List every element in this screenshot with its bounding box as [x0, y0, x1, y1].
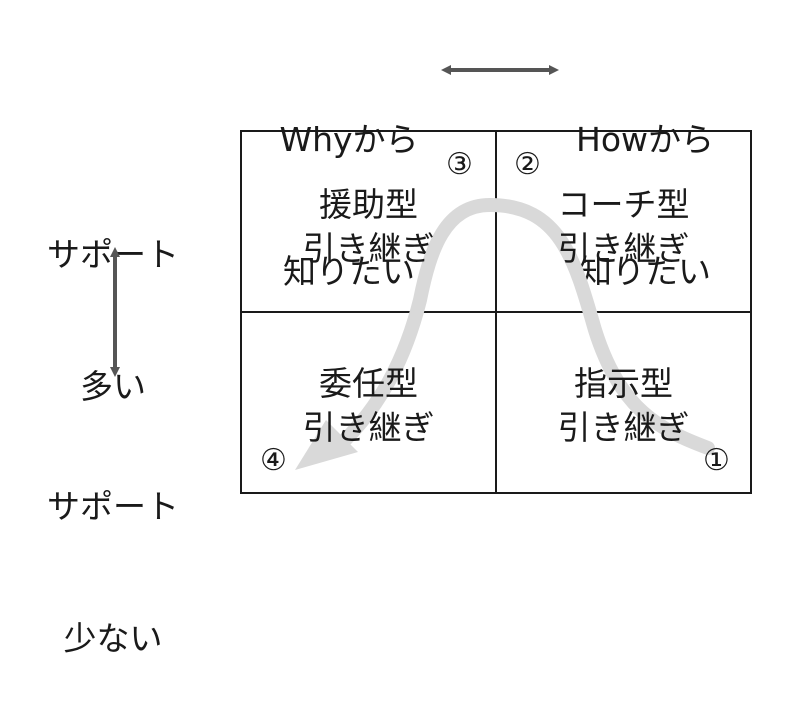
diagram-graphics — [110, 65, 752, 494]
quadrant-bottom-left: 委任型 引き継ぎ — [241, 362, 496, 450]
quadrant-bottom-left-suffix: 引き継ぎ — [302, 408, 435, 447]
axis-label-how: Howから 知りたい — [560, 30, 730, 338]
axis-label-why: Whyから 知りたい — [264, 30, 434, 338]
progression-path — [338, 197, 715, 455]
quadrant-top-left-suffix: 引き継ぎ — [302, 229, 435, 268]
quadrant-top-left: 援助型 引き継ぎ — [241, 183, 496, 271]
step-number-1: ① — [703, 443, 730, 478]
progression-path-arrowhead — [295, 420, 358, 470]
quadrant-top-right: コーチ型 引き継ぎ — [496, 183, 751, 271]
axis-label-support-low-line2: 少ない — [63, 619, 163, 658]
axis-label-support-low-line1: サポート — [47, 487, 179, 526]
quadrant-bottom-right-name: 指示型 — [574, 364, 673, 403]
axis-label-how-line2: 知りたい — [579, 252, 711, 291]
step-number-2: ② — [514, 147, 541, 182]
quadrant-top-left-name: 援助型 — [319, 185, 418, 224]
quadrant-top-right-suffix: 引き継ぎ — [557, 229, 690, 268]
axis-label-why-line2: 知りたい — [283, 252, 415, 291]
quadrant-bottom-left-name: 委任型 — [319, 364, 418, 403]
quadrant-bottom-right-suffix: 引き継ぎ — [557, 408, 690, 447]
step-number-3: ③ — [446, 147, 473, 182]
step-number-4: ④ — [260, 443, 287, 478]
axis-label-how-line1: Howから — [576, 120, 714, 159]
quadrant-top-right-name: コーチ型 — [557, 185, 690, 224]
axis-label-why-line1: Whyから — [279, 120, 419, 159]
quadrant-bottom-right: 指示型 引き継ぎ — [496, 362, 751, 450]
